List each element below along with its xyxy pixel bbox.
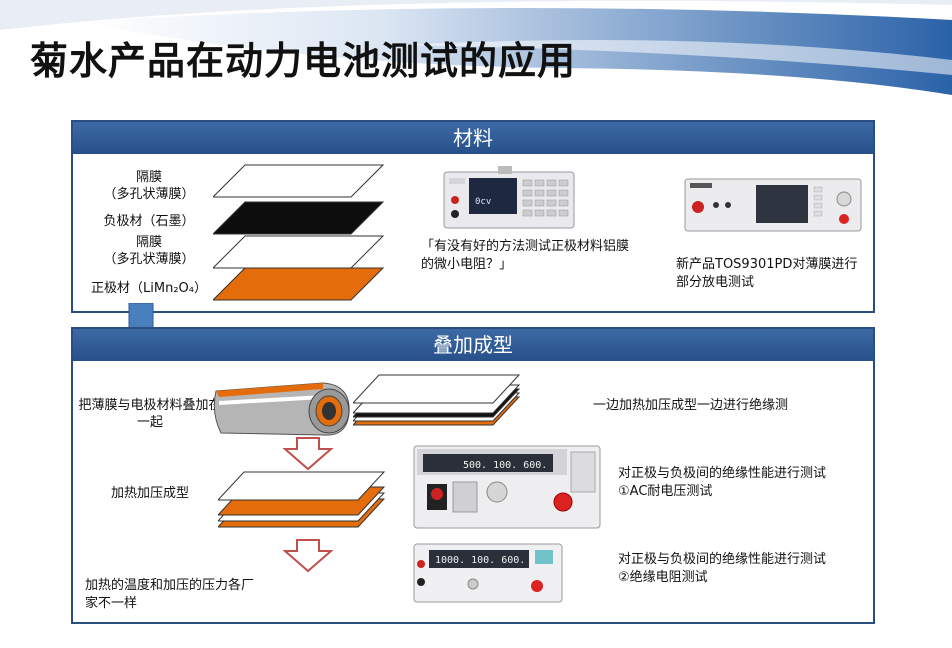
stacking-header: 叠加成型 [73, 329, 873, 361]
stacked-sheets-image [353, 374, 521, 426]
insulation-resistance-tester-image: 1000. 100. 600. [413, 543, 563, 603]
step1-label: 把薄膜与电极材料叠加在一起 [78, 398, 222, 430]
ir-caption-line2: ②绝缘电阻测试 [618, 570, 708, 585]
layer-label-text: （多孔状薄膜） [103, 187, 195, 202]
ir-caption-line1: 对正极与负极间的绝缘性能进行测试 [618, 552, 827, 567]
cathode-layer [213, 267, 385, 301]
page-title: 菊水产品在动力电池测试的应用 [30, 39, 577, 83]
withstand-voltage-tester-image: 500. 100. 600. [413, 445, 601, 529]
process-arrow-icon [283, 437, 333, 471]
ir-display-value: 1000. 100. 600. [435, 555, 525, 566]
layer-label-cathode: 正极材（LiMn₂O₄） [91, 281, 207, 296]
step3-label: 加热的温度和加压的压力各厂家不一样 [85, 578, 255, 611]
layer-stack-diagram [213, 164, 385, 301]
layer-label-text: （多孔状薄膜） [103, 252, 195, 267]
header-swoosh [0, 0, 952, 96]
withstand-display-value: 500. 100. 600. [463, 460, 547, 471]
tos-caption: 新产品TOS9301PD对薄膜进行部分放电测试 [676, 257, 858, 290]
withstand-caption: 对正极与负极间的绝缘性能进行测试 ①AC耐电压测试 [618, 465, 868, 501]
layer-label-text: 隔膜 [135, 235, 162, 250]
withstand-caption-line1: 对正极与负极间的绝缘性能进行测试 [618, 466, 827, 481]
step1-right-label: 一边加热加压成型一边进行绝缘测 [593, 398, 789, 413]
meter-display-value: 0cv [475, 197, 491, 207]
materials-header: 材料 [73, 122, 873, 154]
withstand-caption-line2: ①AC耐电压测试 [618, 484, 713, 499]
meter-caption: 「有没有好的方法测试正极材料铝膜的微小电阻？」 [421, 239, 630, 272]
layer-label-separator-2: 隔膜 （多孔状薄膜） [79, 234, 219, 268]
process-arrow-icon [283, 539, 333, 573]
tos9301pd-image [684, 178, 862, 232]
layer-label-text: 隔膜 [135, 170, 162, 185]
step2-label: 加热加压成型 [110, 486, 189, 501]
layer-label-separator-1: 隔膜 （多孔状薄膜） [79, 169, 219, 203]
separator-layer [213, 164, 385, 198]
materials-panel: 材料 隔膜 （多孔状薄膜） 负极材（石墨） 隔膜 （多孔状薄膜） 正极材（LiM… [71, 120, 875, 313]
anode-layer [213, 201, 385, 235]
ir-caption: 对正极与负极间的绝缘性能进行测试 ②绝缘电阻测试 [618, 551, 868, 587]
separator-layer [213, 235, 385, 269]
resistance-meter-image: 0cv [443, 166, 575, 229]
layer-label-anode: 负极材（石墨） [103, 214, 195, 229]
film-roll-image [213, 382, 350, 436]
stacking-panel: 叠加成型 把薄膜与电极材料叠加在一起 一边加热加压成型一边进行绝缘测 加热加压成… [71, 327, 875, 624]
pressed-stack-image [218, 471, 386, 528]
